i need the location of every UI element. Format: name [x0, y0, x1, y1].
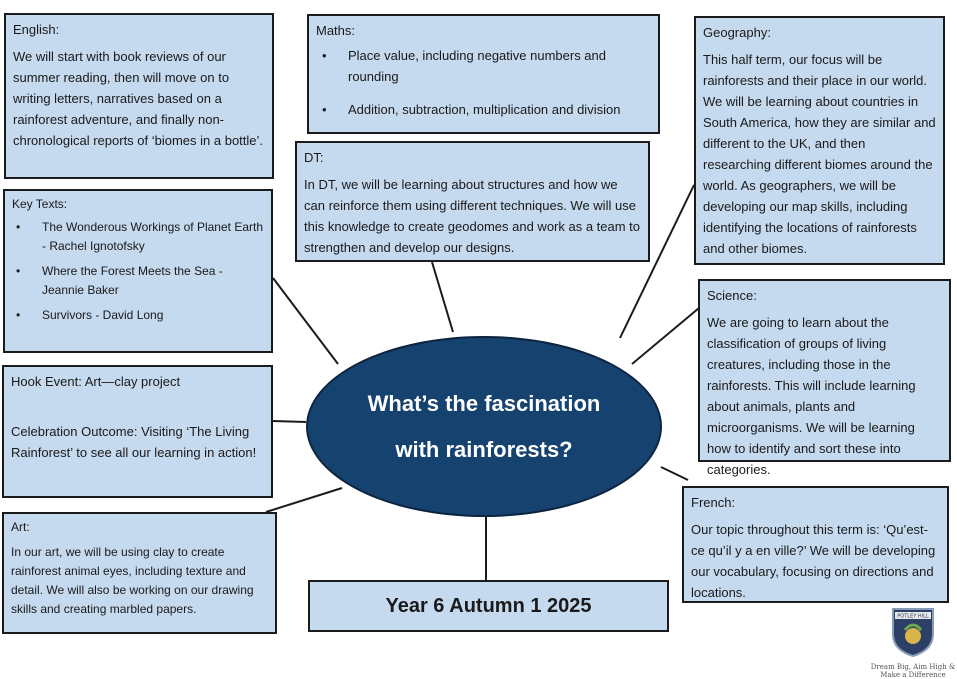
- connector-hook: [272, 420, 307, 423]
- connector-geography: [619, 184, 695, 339]
- key-text-item: Where the Forest Meets the Sea - Jeannie…: [16, 262, 264, 300]
- school-motto: Dream Big, Aim High & Make a Difference: [870, 663, 956, 679]
- key-text-item: Survivors - David Long: [16, 306, 264, 325]
- maths-list: Place value, including negative numbers …: [316, 45, 651, 120]
- logo-name: POTLEY HILL: [897, 614, 929, 620]
- maths-box: Maths: Place value, including negative n…: [307, 14, 660, 134]
- connector-dt: [431, 261, 454, 333]
- year-label: Year 6 Autumn 1 2025: [308, 580, 669, 632]
- geography-box: Geography: This half term, our focus wil…: [694, 16, 945, 265]
- geography-heading: Geography:: [703, 25, 771, 40]
- english-heading: English:: [13, 22, 60, 37]
- dt-heading: DT:: [304, 150, 324, 165]
- key-texts-list: The Wonderous Workings of Planet Earth -…: [12, 218, 264, 325]
- hook-event: Hook Event: Art—clay project: [11, 374, 181, 389]
- dt-text: In DT, we will be learning about structu…: [304, 177, 641, 255]
- key-texts-box: Key Texts: The Wonderous Workings of Pla…: [3, 189, 273, 353]
- connector-key-texts: [272, 277, 339, 365]
- key-texts-heading: Key Texts:: [12, 197, 68, 211]
- art-text: In our art, we will be using clay to cre…: [11, 545, 254, 616]
- art-box: Art: In our art, we will be using clay t…: [2, 512, 277, 634]
- connector-french: [660, 466, 689, 481]
- french-text: Our topic throughout this term is: ‘Qu’e…: [691, 522, 936, 600]
- french-box: French: Our topic throughout this term i…: [682, 486, 949, 603]
- connector-science: [631, 307, 700, 365]
- maths-heading: Maths:: [316, 23, 356, 38]
- school-crest-icon: POTLEY HILL: [892, 608, 934, 658]
- geography-text: This half term, our focus will be rainfo…: [703, 52, 936, 256]
- maths-item: Place value, including negative numbers …: [322, 45, 651, 87]
- science-text: We are going to learn about the classifi…: [707, 315, 916, 477]
- french-heading: French:: [691, 495, 736, 510]
- english-text: We will start with book reviews of our s…: [13, 49, 264, 148]
- dt-box: DT: In DT, we will be learning about str…: [295, 141, 650, 262]
- school-logo: POTLEY HILL Dream Big, Aim High & Make a…: [870, 606, 956, 679]
- central-topic-ellipse: What’s the fascination with rainforests?: [306, 336, 662, 517]
- science-box: Science: We are going to learn about the…: [698, 279, 951, 477]
- central-title: What’s the fascination with rainforests?: [367, 390, 601, 462]
- english-box: English: We will start with book reviews…: [4, 13, 274, 179]
- maths-item: Addition, subtraction, multiplication an…: [322, 99, 651, 120]
- celebration-outcome: Celebration Outcome: Visiting ‘The Livin…: [11, 424, 257, 460]
- art-heading: Art:: [11, 520, 30, 534]
- key-text-item: The Wonderous Workings of Planet Earth -…: [16, 218, 264, 256]
- connector-art: [265, 487, 343, 513]
- science-heading: Science:: [707, 288, 757, 303]
- hook-box: Hook Event: Art—clay project Celebration…: [2, 365, 273, 498]
